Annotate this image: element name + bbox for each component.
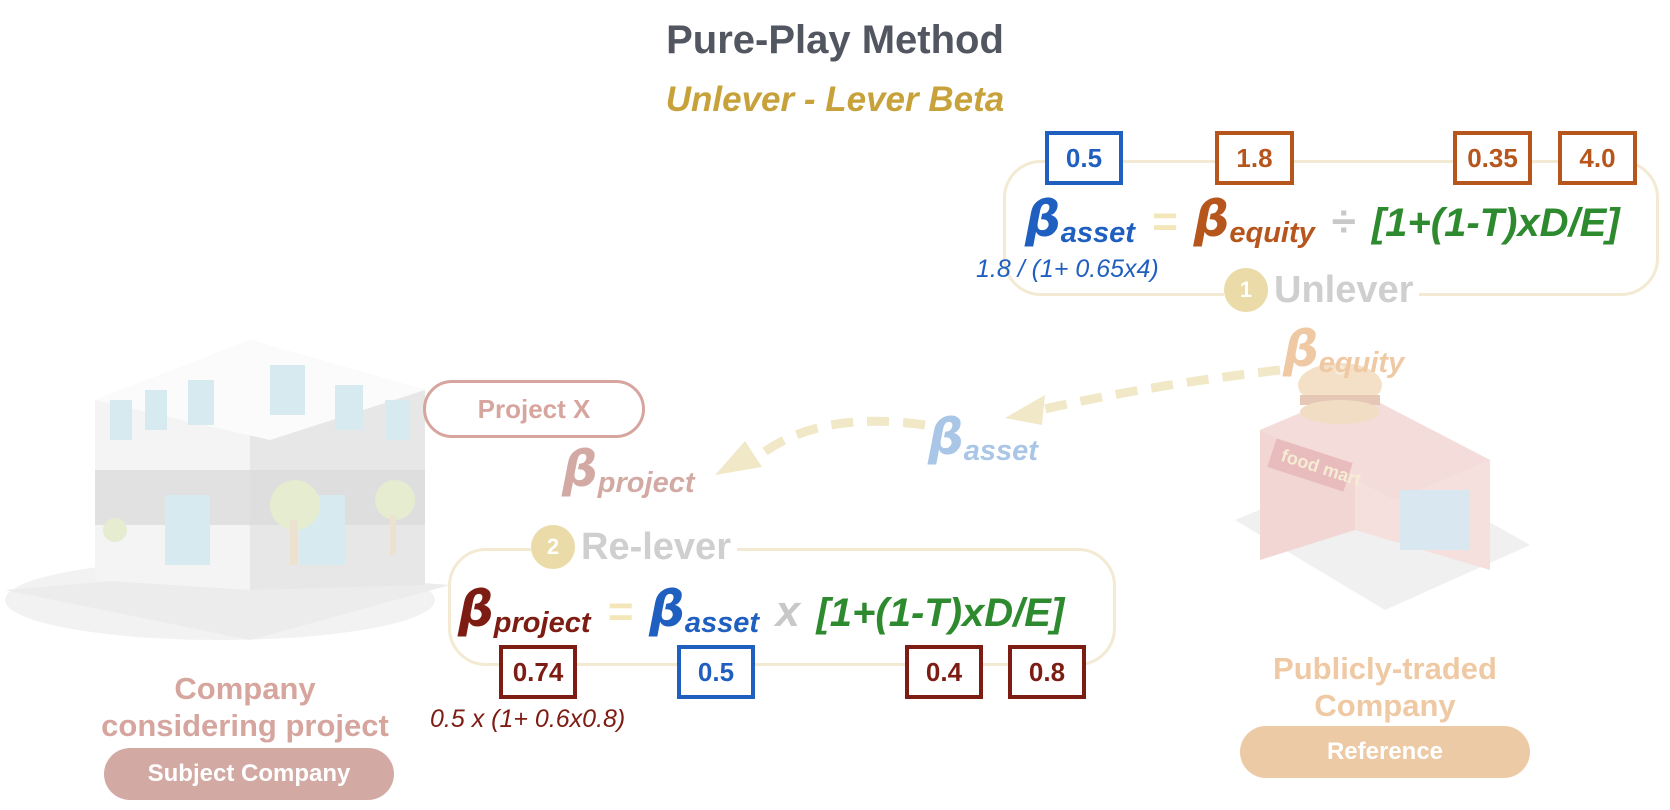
subject-company-caption: Company considering project: [40, 670, 450, 744]
unlever-formula-beta-equity-sub: equity: [1229, 217, 1315, 249]
unlever-calculation: 1.8 / (1+ 0.65x4): [976, 255, 1159, 283]
unlever-formula: βasset = βequity ÷ [1+(1-T)xD/E]: [1025, 190, 1620, 249]
reference-company-caption-line2: Company: [1314, 688, 1456, 723]
page-title: Pure-Play Method: [666, 18, 1004, 62]
relever-formula-beta-project-sub: project: [493, 607, 591, 639]
unlever-step-number: 1: [1224, 268, 1268, 312]
flow-beta-equity-sub: equity: [1318, 347, 1405, 379]
unlever-formula-beta-asset-symbol: β: [1025, 190, 1061, 248]
flow-beta-asset-symbol: β: [928, 408, 964, 466]
flow-beta-equity: βequity: [1283, 320, 1405, 379]
subject-company-badge: Subject Company: [104, 748, 394, 800]
relever-de-value: 0.8: [1008, 645, 1086, 699]
reference-company-badge: Reference: [1240, 726, 1530, 778]
relever-formula-bracket: [1+(1-T)xD/E]: [816, 591, 1065, 635]
relever-tax-value: 0.4: [905, 645, 983, 699]
unlever-formula-beta-asset-sub: asset: [1060, 217, 1135, 249]
flow-beta-asset-sub: asset: [963, 435, 1038, 467]
flow-beta-project-sub: project: [597, 467, 695, 499]
flow-beta-project-symbol: β: [562, 440, 598, 498]
unlever-de-value: 4.0: [1558, 131, 1637, 185]
unlever-step-label: Unlever: [1268, 268, 1420, 312]
flow-beta-asset: βasset: [928, 408, 1038, 467]
unlever-beta-equity-value: 1.8: [1215, 131, 1294, 185]
relever-formula-beta-asset-sub: asset: [684, 607, 760, 639]
relever-step-tag: 2 Re-lever: [531, 525, 737, 569]
unlever-beta-asset-value: 0.5: [1045, 131, 1123, 185]
unlever-formula-beta-equity-symbol: β: [1193, 190, 1230, 248]
relever-formula: βproject = βasset x [1+(1-T)xD/E]: [458, 580, 1065, 639]
relever-formula-equals: =: [606, 587, 633, 636]
flow-arrows: [715, 365, 1281, 475]
page-subtitle: Unlever - Lever Beta: [665, 80, 1005, 119]
relever-formula-multiply: x: [775, 587, 800, 636]
subject-company-caption-line1: Company: [174, 671, 316, 706]
relever-formula-beta-asset-symbol: β: [649, 580, 685, 638]
relever-panel: [448, 548, 1116, 666]
relever-step-number: 2: [531, 525, 575, 569]
unlever-step-tag: 1 Unlever: [1224, 268, 1420, 312]
unlever-formula-bracket: [1+(1-T)xD/E]: [1371, 201, 1620, 245]
relever-calculation: 0.5 x (1+ 0.6x0.8): [430, 705, 626, 733]
unlever-formula-divide: ÷: [1331, 197, 1356, 246]
relever-formula-beta-project-symbol: β: [458, 580, 494, 638]
unlever-formula-equals: =: [1151, 197, 1178, 246]
reference-company-caption: Publicly-traded Company: [1215, 650, 1555, 724]
flow-beta-project: βproject: [562, 440, 695, 499]
unlever-tax-value: 0.35: [1453, 131, 1532, 185]
subject-company-caption-line2: considering project: [101, 708, 389, 743]
relever-beta-asset-value: 0.5: [677, 645, 755, 699]
relever-step-label: Re-lever: [575, 525, 737, 569]
subject-company-building-illustration: [5, 340, 450, 640]
relever-beta-project-value: 0.74: [499, 645, 577, 699]
project-x-label: Project X: [423, 380, 645, 438]
reference-company-caption-line1: Publicly-traded: [1273, 651, 1497, 686]
flow-beta-equity-symbol: β: [1283, 320, 1319, 378]
reference-company-foodmart-illustration: food mart: [1235, 363, 1530, 610]
